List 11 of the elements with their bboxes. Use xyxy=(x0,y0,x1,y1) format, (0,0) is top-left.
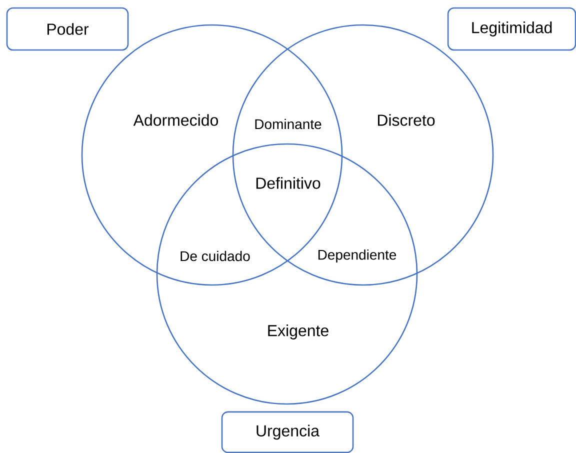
region-label: Exigente xyxy=(268,324,328,340)
region-label: Adormecido xyxy=(133,114,218,126)
label-box: Legitimidad xyxy=(447,7,576,51)
region-label: Discreto xyxy=(378,114,435,126)
label-box: Urgencia xyxy=(221,411,354,453)
region-label: Dominante xyxy=(255,118,322,130)
region-label: De cuidado xyxy=(180,250,250,262)
label-box: Poder xyxy=(6,7,129,51)
region-label: Definitivo xyxy=(256,177,320,189)
region-label: Dependiente xyxy=(318,249,396,263)
venn-circle xyxy=(156,143,418,405)
